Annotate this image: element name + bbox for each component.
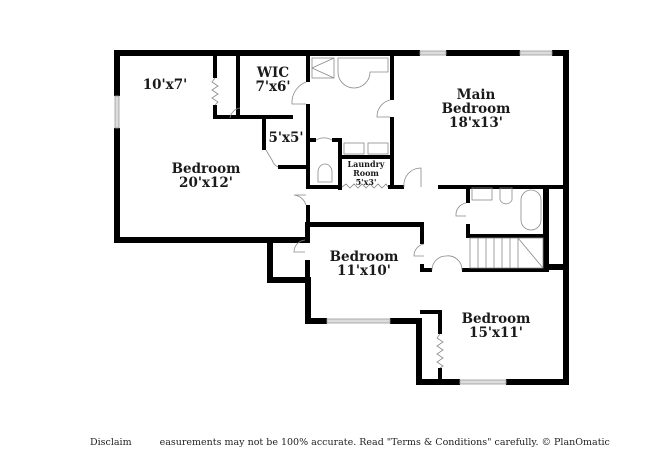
room-name-line2: Room bbox=[353, 167, 379, 178]
windows bbox=[114, 50, 553, 385]
fixtures bbox=[311, 57, 544, 269]
disclaimer-part1: Disclaim bbox=[90, 437, 132, 448]
room-dims: 5'x3' bbox=[355, 176, 377, 187]
toilet-icon bbox=[317, 163, 333, 183]
room-label-closet-5x5: 5'x5' bbox=[268, 131, 303, 145]
sink-icon bbox=[343, 142, 365, 155]
room-dims: 7'x6' bbox=[255, 79, 291, 96]
room-name: WIC bbox=[256, 65, 290, 81]
room-name: Bedroom bbox=[329, 249, 399, 265]
room-name-line1: Main bbox=[456, 87, 496, 103]
room-label-main-bedroom: Main Bedroom 18'x13' bbox=[442, 88, 511, 131]
room-dims: 5'x5' bbox=[268, 130, 304, 146]
disclaimer-part2: easurements may not be 100% accurate. Re… bbox=[159, 437, 610, 448]
disclaimer-text: Disclaim easurements may not be 100% accu… bbox=[90, 437, 610, 448]
room-dims: 15'x11' bbox=[469, 325, 523, 342]
walls bbox=[114, 50, 569, 385]
room-label-closet-10x7: 10'x7' bbox=[143, 78, 188, 92]
room-name: Bedroom bbox=[171, 161, 241, 177]
sink-icon bbox=[471, 187, 493, 201]
room-label-bedroom-11x10: Bedroom 11'x10' bbox=[329, 249, 399, 280]
room-label-bedroom-15x11: Bedroom 15'x11' bbox=[461, 311, 531, 342]
room-name-line1: Laundry bbox=[347, 159, 385, 169]
room-label-bedroom-20x12: Bedroom 20'x12' bbox=[171, 161, 241, 192]
room-dims: 18'x13' bbox=[449, 115, 503, 132]
room-name-line2: Bedroom bbox=[441, 101, 511, 118]
doors bbox=[229, 81, 467, 271]
freestanding-tub-icon bbox=[520, 189, 542, 231]
stairs-icon bbox=[469, 237, 544, 269]
sink-icon bbox=[367, 142, 389, 155]
room-name: Bedroom bbox=[461, 311, 531, 327]
room-dims: 11'x10' bbox=[337, 263, 391, 280]
room-label-wic: WIC 7'x6' bbox=[255, 65, 291, 96]
room-dims: 10'x7' bbox=[142, 77, 188, 93]
bifold-doors bbox=[211, 77, 444, 369]
bathtub-icon bbox=[337, 57, 389, 89]
room-label-laundry: Laundry Room 5'x3' bbox=[348, 160, 385, 186]
toilet-icon bbox=[499, 187, 513, 205]
shower-icon bbox=[311, 57, 335, 79]
room-dims: 20'x12' bbox=[179, 175, 233, 192]
